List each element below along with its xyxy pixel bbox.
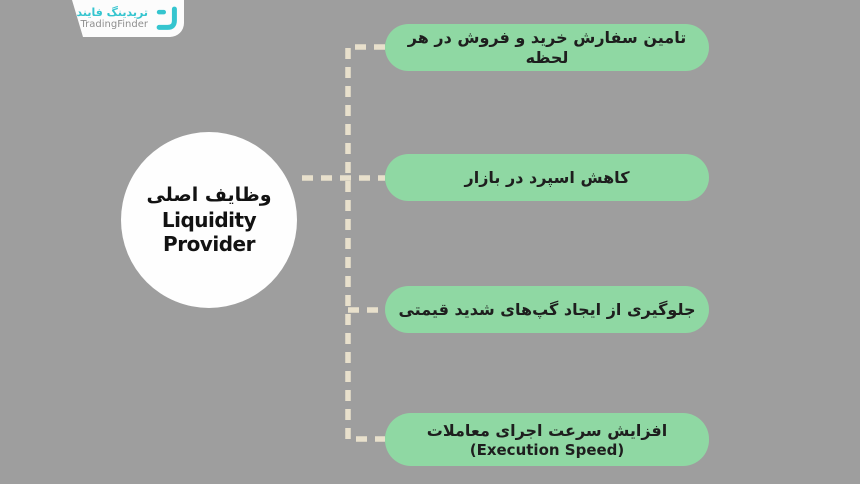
branch-label: کاهش اسپرد در بازار (464, 167, 630, 187)
dashed-connector-spine (345, 44, 385, 442)
branch-pill-execution-speed: افزایش سرعت اجرای معاملات (Execution Spe… (385, 413, 709, 466)
tradingfinder-logo-icon (156, 6, 177, 30)
branch-pill-order-supply: تامین سفارش خرید و فروش در هر لحظه (385, 24, 709, 71)
branch-pill-spread-reduction: کاهش اسپرد در بازار (385, 154, 709, 201)
branch-pill-gap-prevention: جلوگیری از ایجاد گپ‌های شدید قیمتی (385, 286, 709, 333)
center-node-title-english: Liquidity Provider (161, 208, 257, 256)
brand-name-english: TradingFinder (80, 19, 148, 31)
branch-label: جلوگیری از ایجاد گپ‌های شدید قیمتی (398, 299, 696, 319)
brand-name-farsi: تریدینگ فایندر (70, 5, 148, 19)
branch-label: افزایش سرعت اجرای معاملات (426, 420, 668, 440)
branch-label-english: (Execution Speed) (469, 440, 625, 459)
center-node-circle: وظایف اصلی Liquidity Provider (121, 132, 297, 308)
branch-label: تامین سفارش خرید و فروش در هر لحظه (407, 27, 687, 67)
brand-name: تریدینگ فایندر TradingFinder (70, 5, 148, 31)
brand-badge: تریدینگ فایندر TradingFinder (70, 0, 184, 37)
center-node-title-farsi: وظایف اصلی (146, 184, 272, 206)
